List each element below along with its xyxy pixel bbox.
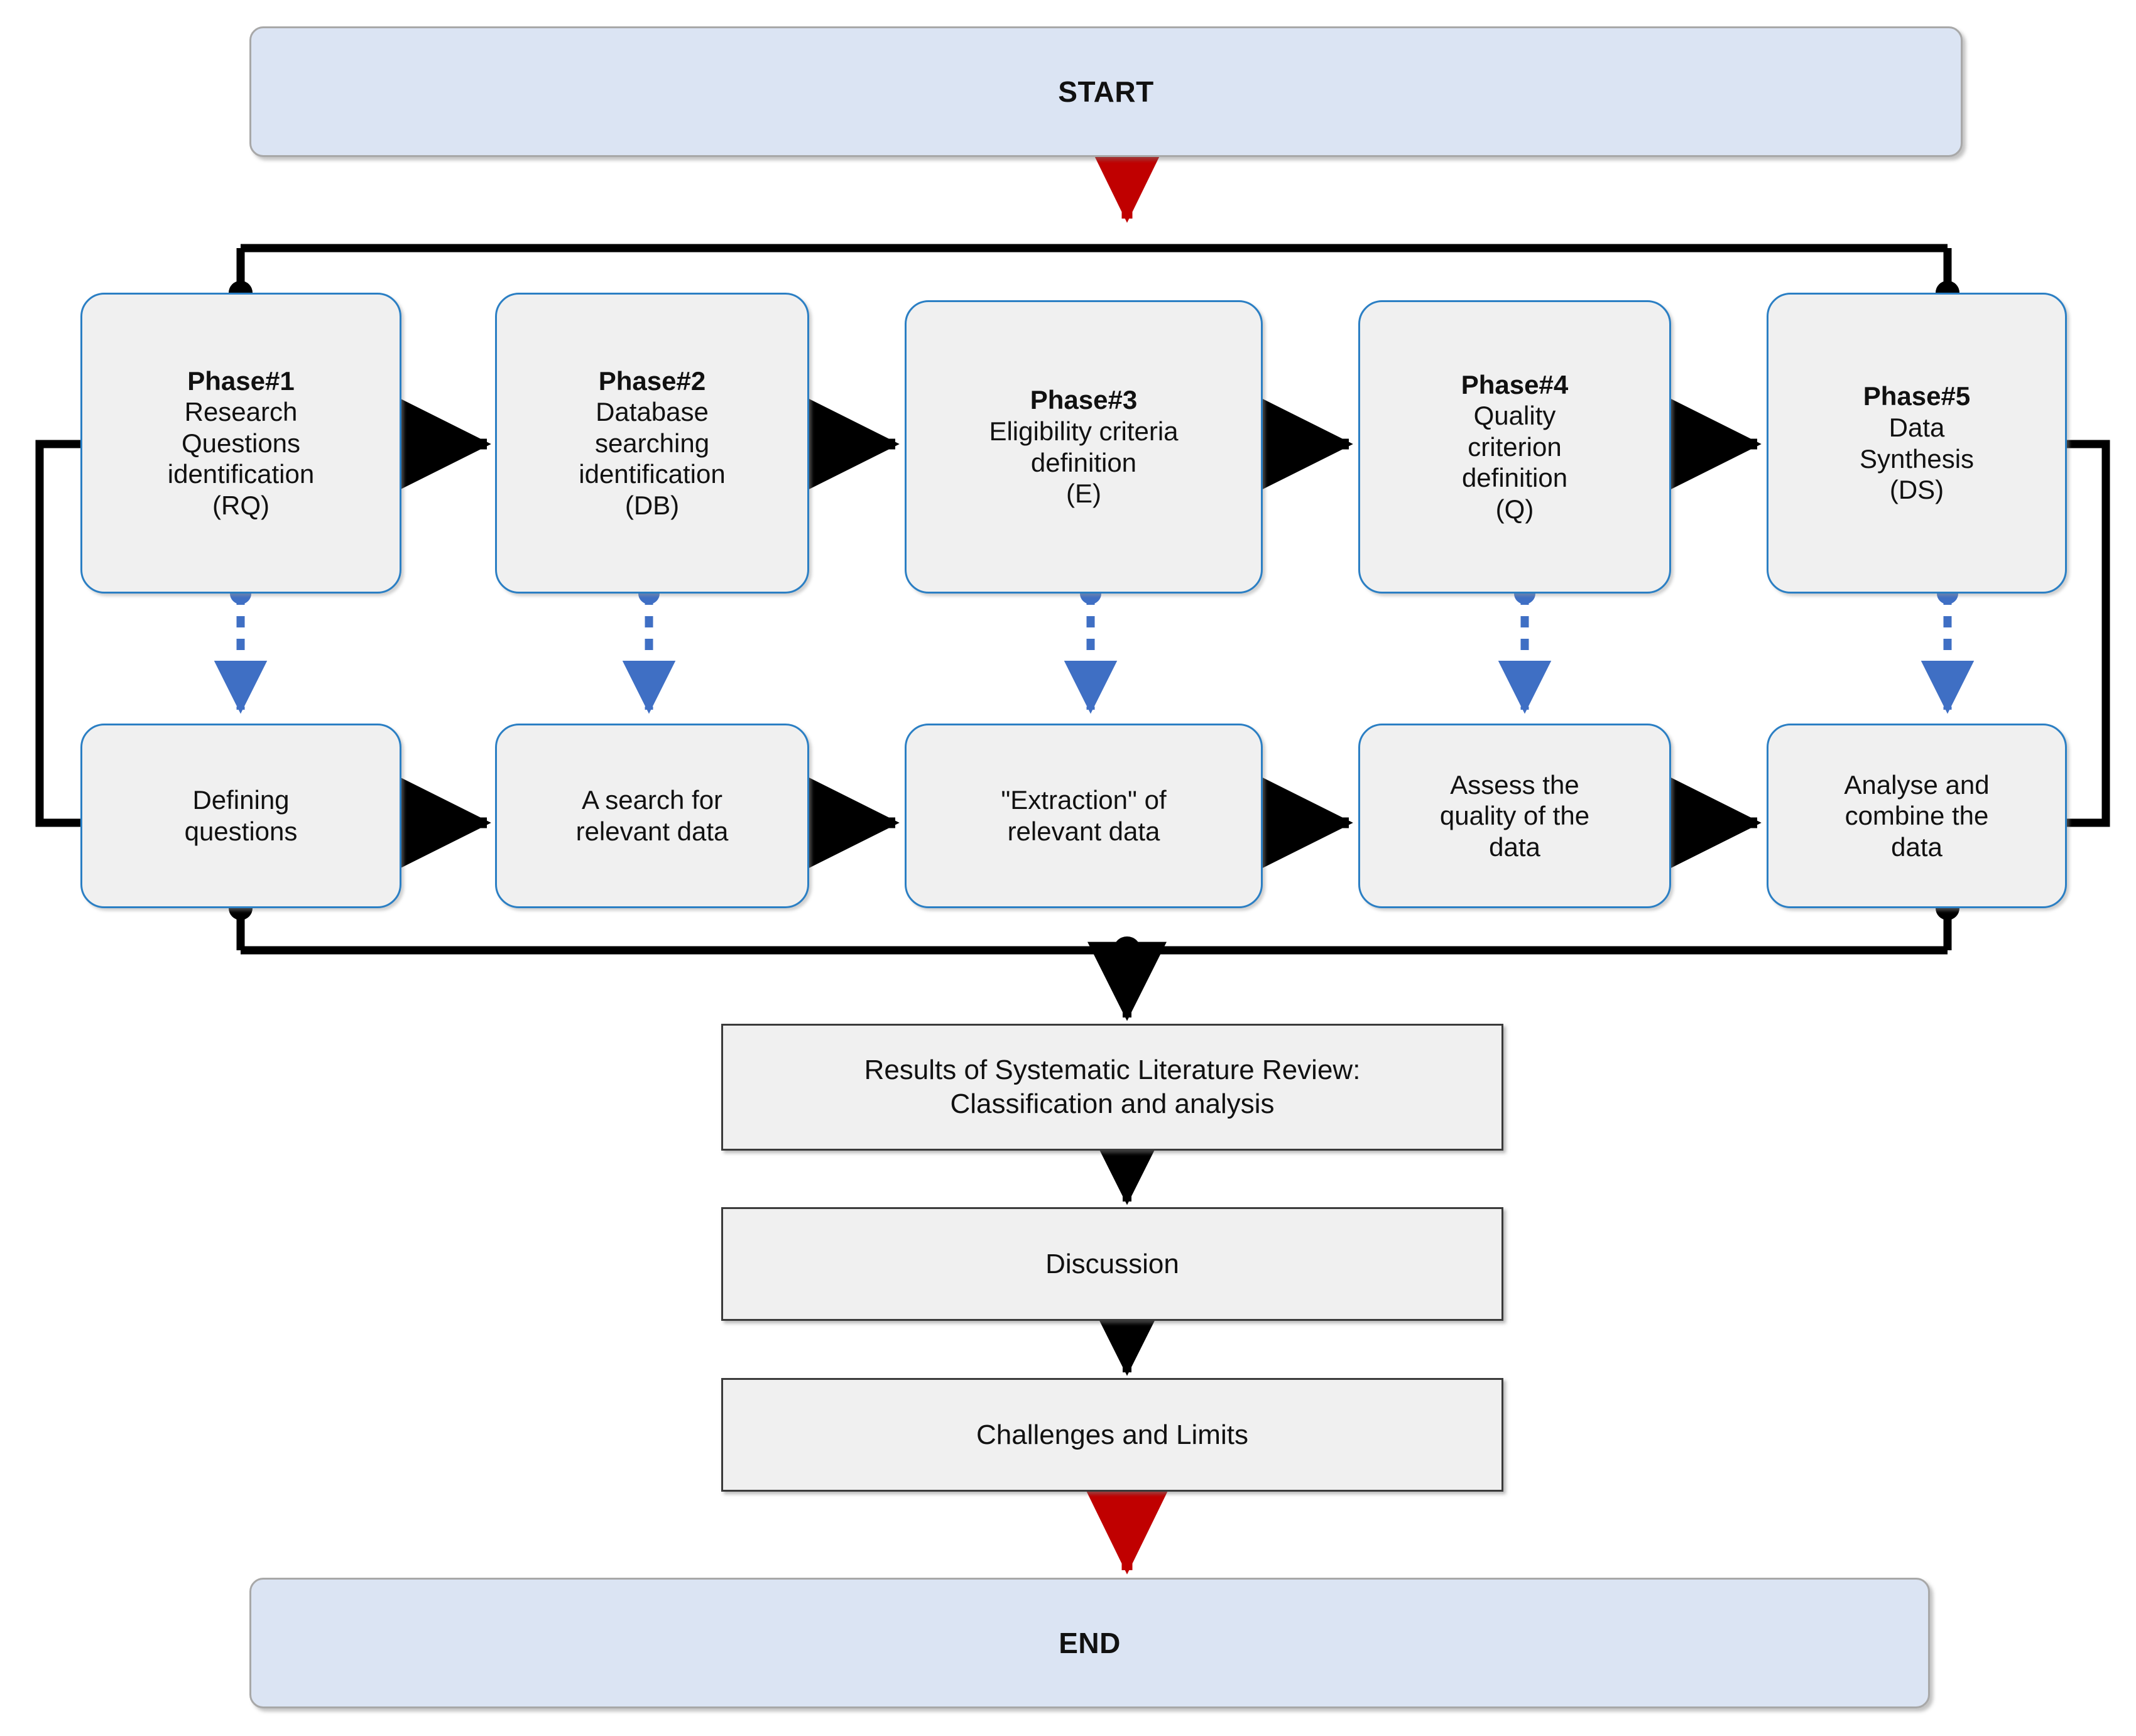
phase-box-5-line-2: Synthesis [1859, 443, 1975, 474]
phase-box-3-line-3: (E) [1065, 479, 1101, 509]
connector-phase1-to-activity1 [214, 583, 268, 714]
outcome-box-discussion[interactable]: Discussion [721, 1207, 1503, 1321]
phase-box-3-text: Phase#3 Eligibility criteria definition … [989, 384, 1178, 509]
activity-box-1[interactable]: Defining questions [80, 724, 401, 908]
activity-box-2-line-2: relevant data [575, 816, 729, 846]
phase-box-2-line-4: (DB) [624, 490, 680, 520]
phase-box-3[interactable]: Phase#3 Eligibility criteria definition … [905, 300, 1263, 594]
phase-box-1-line-2: Questions [181, 428, 301, 458]
activity-box-4-text: Assess the quality of the data [1440, 769, 1589, 863]
phase-box-5-header: Phase#5 [1863, 381, 1971, 411]
connector-phase4-to-activity4 [1498, 583, 1552, 714]
activity-box-1-text: Defining questions [185, 784, 298, 847]
end-label: END [1059, 1627, 1121, 1659]
phase-box-2-line-3: identification [579, 459, 726, 489]
activity-box-5[interactable]: Analyse and combine the data [1767, 724, 2067, 908]
outcome-box-challenges-line-1: Challenges and Limits [976, 1419, 1248, 1450]
activity-box-2[interactable]: A search for relevant data [495, 724, 809, 908]
outcome-box-results-text: Results of Systematic Literature Review:… [864, 1053, 1361, 1120]
activity-box-3-line-2: relevant data [1007, 816, 1160, 846]
phase-box-2-text: Phase#2 Database searching identificatio… [579, 366, 725, 521]
phase-box-4-line-2: criterion [1468, 431, 1562, 462]
activity-box-4-line-3: data [1489, 832, 1540, 862]
phase-box-1-header: Phase#1 [187, 366, 295, 396]
phase-box-3-line-2: definition [1030, 447, 1137, 477]
activity-box-1-line-1: Defining [192, 785, 290, 815]
phase-box-2-header: Phase#2 [598, 366, 706, 396]
start-label: START [1058, 75, 1154, 108]
activity-box-3-text: "Extraction" of relevant data [1001, 784, 1166, 847]
connector-bottom-bus [229, 896, 1959, 1021]
activity-box-3-line-1: "Extraction" of [1001, 785, 1167, 815]
connector-top-bus [229, 244, 1959, 305]
phase-box-5[interactable]: Phase#5 Data Synthesis (DS) [1767, 293, 2067, 594]
activity-box-4-line-1: Assess the [1450, 769, 1579, 800]
outcome-box-results-line-2: Classification and analysis [950, 1088, 1275, 1119]
connector-phase3-to-activity3 [1064, 583, 1118, 714]
phase-box-5-line-3: (DS) [1889, 475, 1944, 505]
connector-challenges-to-end [1084, 1486, 1170, 1575]
connector-right-wrap [2067, 440, 2110, 827]
activity-box-2-text: A search for relevant data [576, 784, 729, 847]
activity-box-2-line-1: A search for [581, 785, 723, 815]
connector-left-wrap [35, 440, 80, 827]
connector-phase5-to-activity5 [1921, 583, 1975, 714]
phase-box-1-line-1: Research [184, 397, 298, 427]
phase-box-4-header: Phase#4 [1461, 369, 1569, 399]
phase-box-5-text: Phase#5 Data Synthesis (DS) [1860, 381, 1974, 505]
outcome-box-results-line-1: Results of Systematic Literature Review: [864, 1055, 1361, 1086]
outcome-box-challenges-text: Challenges and Limits [976, 1418, 1248, 1452]
activity-box-4[interactable]: Assess the quality of the data [1358, 724, 1671, 908]
phase-box-1-line-4: (RQ) [212, 490, 270, 520]
phase-box-3-header: Phase#3 [1030, 385, 1138, 415]
activity-box-4-line-2: quality of the [1439, 801, 1590, 831]
activity-box-5-line-2: combine the [1844, 801, 1989, 831]
phase-box-1-text: Phase#1 Research Questions identificatio… [168, 366, 314, 521]
end-terminal[interactable]: END [249, 1578, 1930, 1708]
phase-box-1[interactable]: Phase#1 Research Questions identificatio… [80, 293, 401, 594]
phase-box-5-line-1: Data [1888, 412, 1945, 442]
outcome-box-results[interactable]: Results of Systematic Literature Review:… [721, 1024, 1503, 1151]
phase-box-1-line-3: identification [167, 459, 315, 489]
phase-box-4-line-3: definition [1461, 463, 1568, 493]
activity-box-5-line-3: data [1891, 832, 1943, 862]
phase-box-4-text: Phase#4 Quality criterion definition (Q) [1461, 369, 1568, 525]
phase-box-2-line-2: searching [594, 428, 710, 458]
outcome-box-discussion-line-1: Discussion [1045, 1248, 1179, 1279]
activity-box-3[interactable]: "Extraction" of relevant data [905, 724, 1263, 908]
outcome-box-challenges[interactable]: Challenges and Limits [721, 1378, 1503, 1492]
activity-box-5-line-1: Analyse and [1844, 769, 1990, 800]
phase-box-3-line-1: Eligibility criteria [989, 416, 1179, 446]
phase-box-2[interactable]: Phase#2 Database searching identificatio… [495, 293, 809, 594]
phase-box-4-line-1: Quality [1473, 401, 1556, 431]
outcome-box-discussion-text: Discussion [1045, 1247, 1179, 1281]
connector-phase2-to-activity2 [622, 583, 676, 714]
phase-box-2-line-1: Database [596, 397, 709, 427]
activity-box-5-text: Analyse and combine the data [1844, 769, 1989, 863]
start-terminal[interactable]: START [249, 26, 1963, 157]
phase-box-4-line-4: (Q) [1495, 494, 1534, 524]
activity-box-1-line-2: questions [184, 816, 298, 846]
phase-box-4[interactable]: Phase#4 Quality criterion definition (Q) [1358, 300, 1671, 594]
